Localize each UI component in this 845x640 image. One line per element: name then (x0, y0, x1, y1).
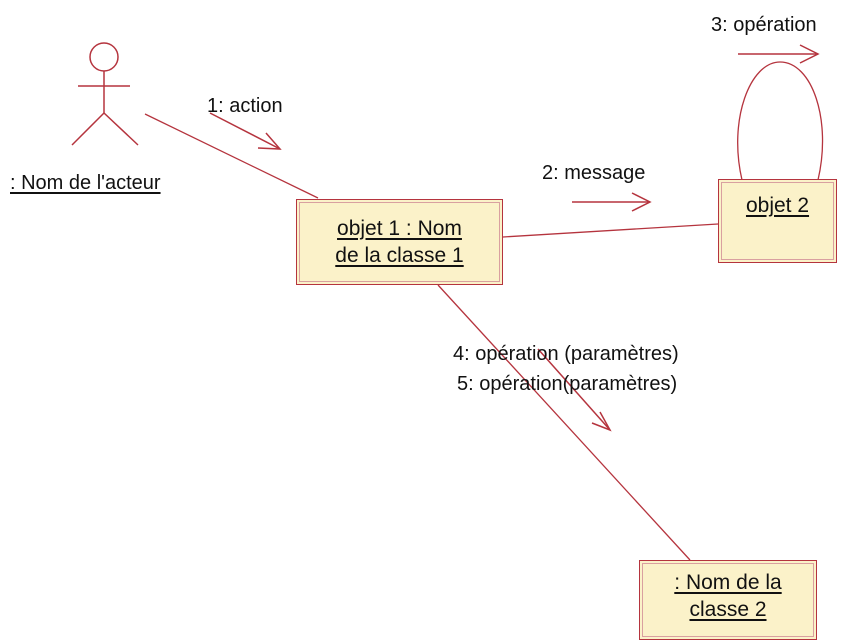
arrow-2-message (572, 192, 652, 212)
message-4-label: 4: opération (paramètres) (453, 343, 679, 365)
object-2-label: objet 2 (745, 194, 810, 217)
message-2-label: 2: message (542, 162, 646, 184)
object-3-box[interactable]: : Nom de la classe 2 (639, 560, 817, 640)
message-5-label: 5: opération(paramètres) (457, 373, 678, 395)
link-obj1-obj2 (502, 223, 719, 238)
link-actor-obj1 (144, 113, 319, 199)
link-obj1-obj3 (437, 284, 691, 561)
actor-figure (71, 42, 139, 146)
object-1-box[interactable]: objet 1 : Nom de la classe 1 (296, 199, 503, 285)
self-link-obj2 (737, 61, 824, 181)
message-1-label: 1: action (207, 95, 283, 117)
message-3-label: 3: opération (711, 14, 817, 36)
arrow-3-operation (738, 44, 820, 64)
actor-label: : Nom de l'acteur (10, 172, 161, 194)
arrow-4-5-operation (537, 348, 612, 432)
object-1-label: objet 1 : Nom de la classe 1 (335, 216, 464, 267)
object-2-box[interactable]: objet 2 (718, 179, 837, 263)
arrow-1-action (209, 112, 282, 150)
object-3-label: : Nom de la classe 2 (674, 571, 782, 622)
